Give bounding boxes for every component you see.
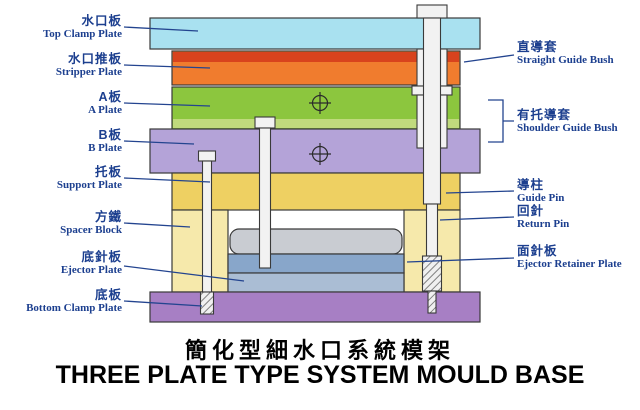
return-pin-shaft: [425, 203, 439, 257]
leader-guide-pin: [445, 190, 515, 194]
leader-shoulder-guide-bush: [488, 99, 514, 143]
screw-mark-a-plate: [309, 92, 331, 114]
leader-stripper-plate: [123, 64, 211, 69]
label-b-plate: B板 B Plate: [88, 128, 122, 155]
label-top-clamp-plate-cn: 水口板: [81, 14, 122, 28]
label-return-pin: 回針 Return Pin: [517, 204, 569, 231]
leader-ejector-plate: [123, 265, 245, 282]
middle-pin-head: [254, 116, 276, 129]
middle-pin-shaft: [258, 127, 272, 269]
label-a-plate-en: A Plate: [88, 104, 122, 116]
label-ejector-retainer-plate: 面針板 Ejector Retainer Plate: [517, 244, 622, 271]
return-pin-tail: [427, 290, 437, 314]
title-chinese: 簡化型細水口系統模架: [184, 338, 455, 363]
leader-ejector-retainer-plate: [406, 257, 515, 263]
label-support-plate: 托板 Support Plate: [57, 165, 122, 192]
guide-pin-head: [416, 4, 448, 19]
leader-return-pin: [439, 216, 515, 221]
label-a-plate-cn: A板: [98, 90, 122, 104]
label-straight-guide-bush-cn: 直導套: [517, 40, 558, 54]
plate-ejector-retainer: [227, 253, 405, 274]
label-b-plate-en: B Plate: [88, 142, 122, 154]
spacer-block-left: [171, 209, 229, 293]
label-support-plate-en: Support Plate: [56, 179, 122, 191]
label-bottom-clamp-plate: 底板 Bottom Clamp Plate: [26, 288, 122, 315]
label-stripper-plate-cn: 水口推板: [67, 52, 122, 66]
guide-pin-shaft: [422, 17, 442, 205]
label-guide-pin-en: Guide Pin: [517, 192, 565, 204]
label-top-clamp-plate: 水口板 Top Clamp Plate: [43, 14, 122, 41]
left-pin-head: [197, 150, 217, 162]
plate-stripper-top-band: [173, 52, 459, 62]
leader-spacer-block: [123, 222, 191, 228]
label-ejector-plate-en: Ejector Plate: [60, 264, 122, 276]
label-bottom-clamp-plate-en: Bottom Clamp Plate: [26, 302, 122, 314]
label-b-plate-cn: B板: [98, 128, 122, 142]
label-spacer-block: 方鐵 Spacer Block: [60, 210, 122, 237]
leader-straight-guide-bush: [463, 54, 515, 63]
label-spacer-block-en: Spacer Block: [60, 224, 122, 236]
leader-support-plate: [123, 177, 211, 183]
ejector-bar: [229, 228, 403, 255]
label-ejector-retainer-plate-en: Ejector Retainer Plate: [517, 258, 622, 270]
label-straight-guide-bush-en: Straight Guide Bush: [517, 54, 614, 66]
label-stripper-plate-en: Stripper Plate: [55, 66, 122, 78]
label-stripper-plate: 水口推板 Stripper Plate: [56, 52, 122, 79]
label-return-pin-cn: 回針: [517, 204, 545, 218]
plate-a-bottom-band: [173, 119, 459, 128]
left-pin-shaft: [201, 160, 213, 293]
label-spacer-block-cn: 方鐵: [94, 210, 122, 224]
label-top-clamp-plate-en: Top Clamp Plate: [42, 28, 122, 40]
label-ejector-retainer-plate-cn: 面針板: [517, 244, 558, 258]
label-support-plate-cn: 托板: [94, 165, 122, 179]
title-english: THREE PLATE TYPE SYSTEM MOULD BASE: [55, 361, 585, 389]
leader-top-clamp-plate: [123, 26, 199, 32]
label-guide-pin-cn: 導柱: [517, 178, 545, 192]
label-straight-guide-bush: 直導套 Straight Guide Bush: [517, 40, 614, 67]
label-a-plate: A板 A Plate: [88, 90, 122, 117]
label-shoulder-guide-bush: 有托導套 Shoulder Guide Bush: [517, 108, 618, 135]
left-pin-thread: [199, 291, 215, 315]
label-bottom-clamp-plate-cn: 底板: [94, 288, 122, 302]
leader-bottom-clamp-plate: [123, 300, 203, 307]
label-ejector-plate-cn: 底針板: [81, 250, 122, 264]
label-ejector-plate: 底針板 Ejector Plate: [61, 250, 122, 277]
label-shoulder-guide-bush-en: Shoulder Guide Bush: [517, 122, 618, 134]
label-return-pin-en: Return Pin: [517, 218, 570, 230]
leader-a-plate: [123, 102, 211, 107]
plate-ejector: [227, 272, 405, 293]
screw-mark-b-plate: [309, 143, 331, 165]
leader-b-plate: [123, 140, 195, 145]
plate-support: [171, 172, 461, 211]
label-guide-pin: 導柱 Guide Pin: [517, 178, 564, 205]
label-shoulder-guide-bush-cn: 有托導套: [517, 108, 572, 122]
